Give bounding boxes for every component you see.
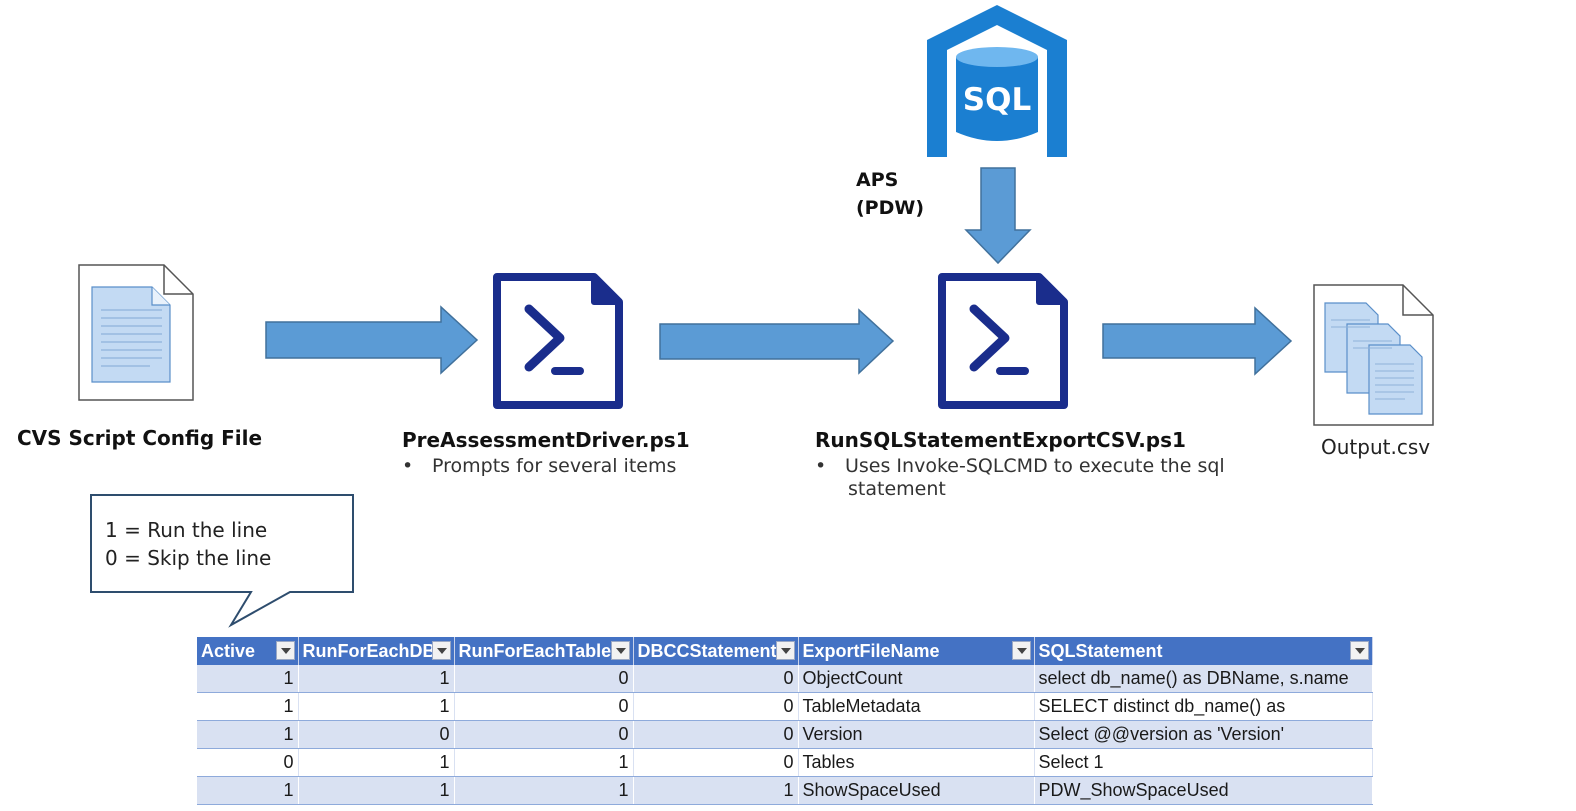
sql-icon-text: SQL xyxy=(962,82,1032,118)
column-header-runforeachdb: RunForEachDB xyxy=(298,637,455,665)
table-cell[interactable]: 1 xyxy=(197,776,299,805)
runsql-bullet: • Uses Invoke-SQLCMD to execute the sql xyxy=(815,455,1225,477)
column-header-label: RunForEachDB xyxy=(302,640,436,661)
table-header-row: Active RunForEachDB RunForEachTable DBCC… xyxy=(197,637,1373,665)
table-cell[interactable]: 1 xyxy=(298,748,455,777)
table-cell[interactable]: Tables xyxy=(798,748,1035,777)
table-cell[interactable]: TableMetadata xyxy=(798,692,1035,721)
table-cell[interactable]: ShowSpaceUsed xyxy=(798,776,1035,805)
column-header-label: SQLStatement xyxy=(1038,640,1163,661)
table-row: 1 1 1 1 ShowSpaceUsed PDW_ShowSpaceUsed xyxy=(197,776,1373,805)
table-cell[interactable]: 0 xyxy=(633,692,799,721)
table-cell[interactable]: Version xyxy=(798,720,1035,749)
powershell-script-icon xyxy=(493,273,623,409)
runsql-title: RunSQLStatementExportCSV.ps1 xyxy=(815,428,1186,452)
filter-dropdown-icon[interactable] xyxy=(1349,641,1369,660)
table-cell[interactable]: 0 xyxy=(454,720,634,749)
table-cell[interactable]: select db_name() as DBName, s.name xyxy=(1034,665,1373,693)
column-header-sqlstatement: SQLStatement xyxy=(1034,637,1373,665)
callout-text: 1 = Run the line 0 = Skip the line xyxy=(105,516,271,572)
driver-bullet: • Prompts for several items xyxy=(402,455,690,477)
table-cell[interactable]: 1 xyxy=(197,720,299,749)
callout-bubble xyxy=(90,494,354,628)
powershell-script-icon xyxy=(938,273,1068,409)
runsql-bullet-text-1: Uses Invoke-SQLCMD to execute the sql xyxy=(845,455,1225,477)
table-cell[interactable]: Select @@version as 'Version' xyxy=(1034,720,1373,749)
column-header-dbccstatement: DBCCStatement xyxy=(633,637,799,665)
runsql-bullet-cont: statement xyxy=(815,478,1225,500)
column-header-label: DBCCStatement xyxy=(637,640,777,661)
table-cell[interactable]: 0 xyxy=(454,665,634,693)
bullet-dot: • xyxy=(815,455,827,477)
output-label: Output.csv xyxy=(1321,435,1431,459)
table-cell[interactable]: 1 xyxy=(197,692,299,721)
filter-dropdown-icon[interactable] xyxy=(775,641,795,660)
column-header-label: ExportFileName xyxy=(802,640,940,661)
runsql-bullet-text-2: statement xyxy=(848,478,946,500)
table-cell[interactable]: 1 xyxy=(298,776,455,805)
table-row: 1 1 0 0 ObjectCount select db_name() as … xyxy=(197,665,1373,693)
table-cell[interactable]: 0 xyxy=(633,748,799,777)
flow-arrow xyxy=(659,308,895,375)
callout-line-2: 0 = Skip the line xyxy=(105,546,272,570)
table-row: 1 0 0 0 Version Select @@version as 'Ver… xyxy=(197,720,1373,749)
filter-dropdown-icon[interactable] xyxy=(610,641,630,660)
table-cell[interactable]: Select 1 xyxy=(1034,748,1373,777)
driver-bullet-text: Prompts for several items xyxy=(432,455,677,477)
runsql-node-text: RunSQLStatementExportCSV.ps1 • Uses Invok… xyxy=(815,428,1225,500)
table-cell[interactable]: 0 xyxy=(633,720,799,749)
database-label-line1: APS xyxy=(856,169,899,191)
filter-dropdown-icon[interactable] xyxy=(1011,641,1031,660)
sql-database-icon xyxy=(927,5,1067,157)
multi-document-icon xyxy=(1313,284,1434,426)
table-cell[interactable]: 1 xyxy=(454,748,634,777)
table-cell[interactable]: 1 xyxy=(633,776,799,805)
column-header-exportfilename: ExportFileName xyxy=(798,637,1035,665)
flow-arrow xyxy=(964,167,1032,265)
table-cell[interactable]: 0 xyxy=(633,665,799,693)
driver-node-text: PreAssessmentDriver.ps1 • Prompts for sev… xyxy=(402,428,690,477)
driver-title: PreAssessmentDriver.ps1 xyxy=(402,428,690,452)
table-row: 0 1 1 0 Tables Select 1 xyxy=(197,748,1373,777)
table-cell[interactable]: 0 xyxy=(454,692,634,721)
table-cell[interactable]: 0 xyxy=(298,720,455,749)
table-cell[interactable]: PDW_ShowSpaceUsed xyxy=(1034,776,1373,805)
table-cell[interactable]: 1 xyxy=(298,665,455,693)
document-icon xyxy=(78,264,194,401)
table-cell[interactable]: SELECT distinct db_name() as xyxy=(1034,692,1373,721)
config-file-title: CVS Script Config File xyxy=(17,426,263,450)
table-cell[interactable]: ObjectCount xyxy=(798,665,1035,693)
flow-arrow xyxy=(265,305,479,375)
column-header-runforeachtable: RunForEachTable xyxy=(454,637,634,665)
callout-line-1: 1 = Run the line xyxy=(105,518,268,542)
config-table: Active RunForEachDB RunForEachTable DBCC… xyxy=(197,637,1373,805)
bullet-dot: • xyxy=(402,455,414,477)
database-label-line2: (PDW) xyxy=(856,197,925,219)
column-header-active: Active xyxy=(197,637,299,665)
table-cell[interactable]: 0 xyxy=(197,748,299,777)
column-header-label: Active xyxy=(201,640,256,661)
flow-arrow xyxy=(1102,306,1293,376)
table-row: 1 1 0 0 TableMetadata SELECT distinct db… xyxy=(197,692,1373,721)
column-header-label: RunForEachTable xyxy=(458,640,612,661)
table-cell[interactable]: 1 xyxy=(197,665,299,693)
table-cell[interactable]: 1 xyxy=(298,692,455,721)
database-label: APS (PDW) xyxy=(856,166,924,222)
filter-dropdown-icon[interactable] xyxy=(275,641,295,660)
table-cell[interactable]: 1 xyxy=(454,776,634,805)
filter-dropdown-icon[interactable] xyxy=(431,641,451,660)
